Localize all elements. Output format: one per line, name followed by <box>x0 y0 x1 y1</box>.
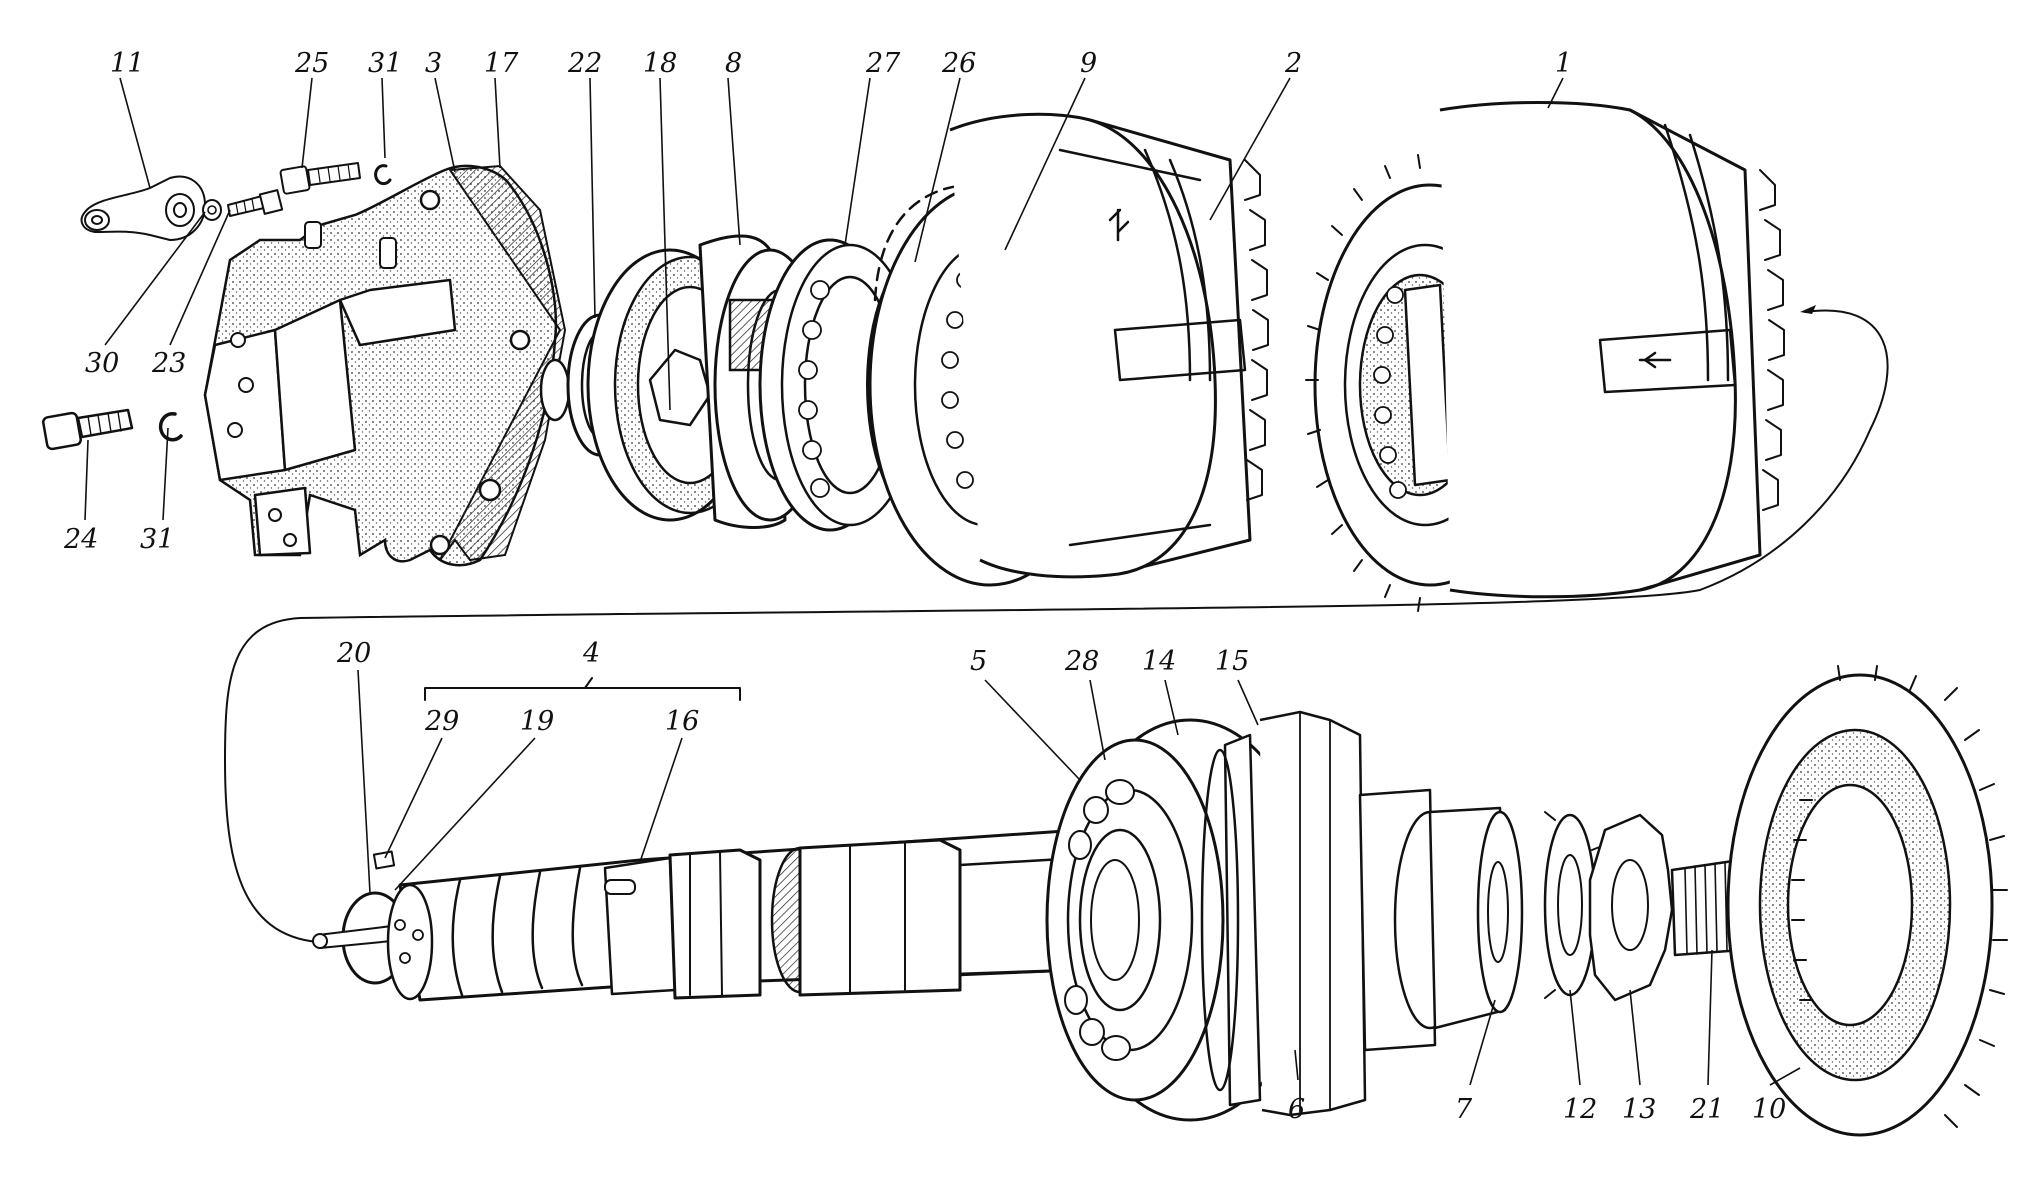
connector-arrow-head <box>1800 305 1816 314</box>
label-1: 1 <box>1555 48 1572 79</box>
part-29-plug <box>372 850 396 870</box>
label-31-top: 31 <box>368 48 402 79</box>
part-labels: 11 25 31 3 17 22 18 8 27 26 9 2 1 30 23 … <box>63 48 1786 1125</box>
label-14: 14 <box>1142 646 1176 677</box>
label-27: 27 <box>865 48 901 79</box>
label-23: 23 <box>151 348 186 379</box>
label-12: 12 <box>1563 1094 1597 1125</box>
label-19: 19 <box>520 706 554 737</box>
label-2: 2 <box>1284 48 1302 79</box>
label-24: 24 <box>63 524 98 555</box>
label-6: 6 <box>1288 1094 1305 1125</box>
leader-lines <box>84 77 1801 1086</box>
part-25-bolt <box>279 162 361 195</box>
part-28-rollers <box>1064 779 1135 1061</box>
label-4: 4 <box>582 638 600 669</box>
label-15: 15 <box>1215 646 1249 677</box>
part-10-gear <box>1726 665 2008 1137</box>
part-4-bracket <box>424 677 741 701</box>
part-24-bolt <box>42 408 134 451</box>
part-7-gear-sleeve <box>1358 788 1524 1052</box>
part-16-shaft <box>386 828 1082 1002</box>
part-30-washer <box>202 199 222 221</box>
label-31-bottom: 31 <box>140 524 174 555</box>
label-11: 11 <box>110 48 144 79</box>
label-21: 21 <box>1689 1094 1724 1125</box>
part-15-gear-teeth <box>1259 710 1367 1117</box>
label-30: 30 <box>85 348 119 379</box>
label-8: 8 <box>725 48 742 79</box>
part-11-lever <box>80 175 206 241</box>
label-5: 5 <box>970 646 987 677</box>
label-3: 3 <box>425 48 442 79</box>
label-26: 26 <box>941 48 976 79</box>
label-18: 18 <box>643 48 677 79</box>
part-13-nut-washer <box>1588 813 1674 1002</box>
label-16: 16 <box>665 706 699 737</box>
part-31-lock-ring-bottom <box>158 411 183 442</box>
part-1-gear-clutch <box>1305 101 1785 612</box>
part-2-clutch-drum <box>949 112 1269 579</box>
label-20: 20 <box>336 638 371 669</box>
part-23-screw <box>227 189 284 217</box>
label-25: 25 <box>294 48 329 79</box>
label-28: 28 <box>1064 646 1099 677</box>
part-5-bearing <box>1045 733 1262 1107</box>
label-29: 29 <box>424 706 459 737</box>
label-13: 13 <box>1622 1094 1656 1125</box>
assembly-connector-line <box>224 309 1889 943</box>
label-7: 7 <box>1455 1094 1473 1125</box>
label-10: 10 <box>1752 1094 1786 1125</box>
label-22: 22 <box>567 48 602 79</box>
part-3-housing <box>203 164 571 567</box>
part-31-lock-ring-top <box>374 164 392 186</box>
label-9: 9 <box>1080 48 1097 79</box>
bearing-rollers <box>798 280 830 498</box>
label-17: 17 <box>484 48 519 79</box>
part-14-ring <box>1200 748 1240 1092</box>
